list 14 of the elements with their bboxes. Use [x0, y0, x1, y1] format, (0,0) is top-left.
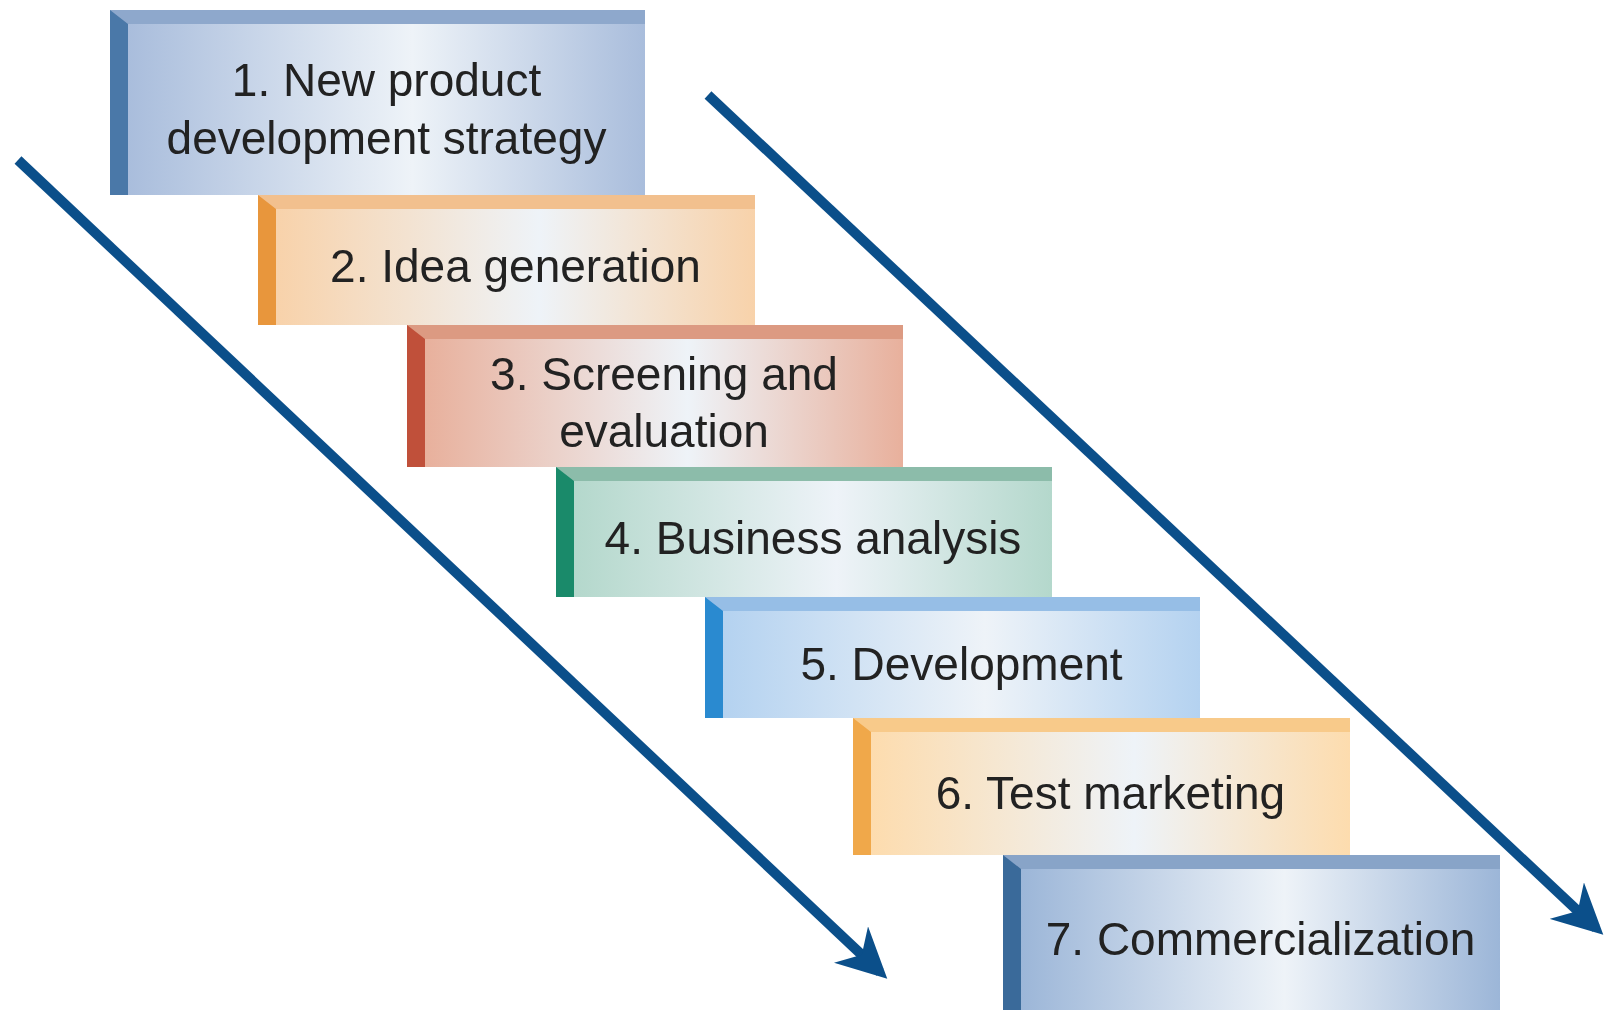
step-label: 5. Development [800, 636, 1123, 692]
step-block [853, 718, 1350, 855]
step-block [258, 195, 755, 325]
step-block [705, 597, 1200, 718]
step-block [556, 467, 1052, 597]
step-label: 4. Business analysis [604, 511, 1022, 567]
step-block [1003, 855, 1500, 1010]
step-label: 2. Idea generation [330, 239, 701, 295]
step-label: 1. New product development strategy [165, 53, 608, 166]
step-label: 6. Test marketing [935, 765, 1286, 821]
step-block [110, 10, 645, 195]
step-label: 3. Screening and evaluation [489, 346, 839, 459]
step-block [407, 325, 903, 467]
step-label: 7. Commercialization [1045, 911, 1476, 967]
